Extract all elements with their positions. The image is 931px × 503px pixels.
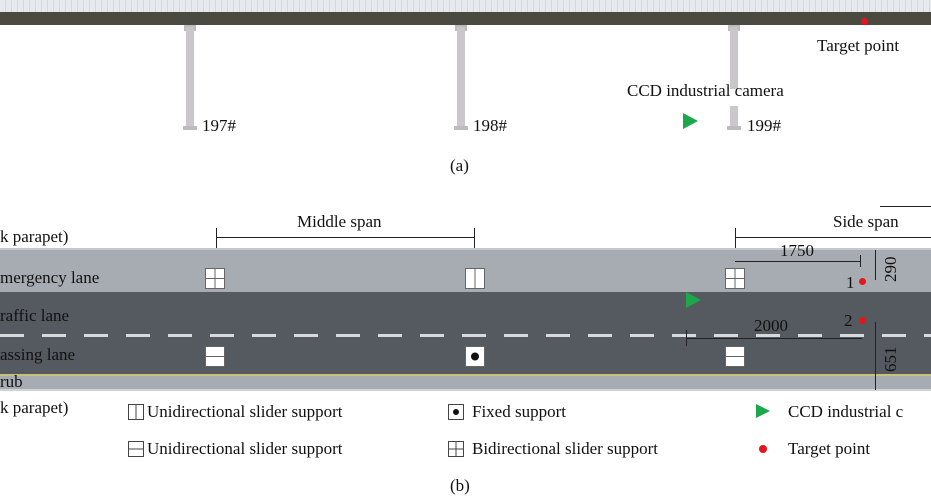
lane-label: k parapet) (0, 227, 69, 246)
dim-651: 651 (881, 346, 900, 373)
legend-target-icon (759, 445, 767, 453)
pier-label: 197# (202, 116, 236, 135)
lane-label: k parapet) (0, 398, 69, 417)
bridge-girder (0, 12, 931, 25)
caption-b: (b) (450, 476, 470, 495)
legend-bidirectional-icon (448, 441, 464, 457)
lane-label: raffic lane (0, 306, 70, 325)
target-point-icon (861, 18, 868, 25)
pier-198 (457, 27, 465, 127)
legend-label: Unidirectional slider support (147, 402, 343, 421)
legend-camera-icon (756, 404, 770, 418)
unidirectional-vertical-support-icon (465, 268, 485, 289)
dim-tick (686, 330, 687, 346)
lane-label: mergency lane (0, 268, 100, 287)
fixed-support-icon (465, 346, 485, 367)
dim-651-line (875, 322, 876, 390)
camera-icon (686, 292, 701, 308)
target-label: Target point (817, 36, 900, 55)
pier-197 (186, 27, 194, 127)
legend-label: Target point (788, 439, 871, 458)
unidirectional-horizontal-support-icon (205, 346, 225, 367)
dim-1750-line (735, 261, 860, 262)
lane-divider (0, 334, 931, 337)
dim-290: 290 (881, 256, 900, 283)
pier-foot (454, 126, 468, 130)
lane-label: assing lane (0, 345, 76, 364)
dim-tick (860, 255, 861, 267)
dim-tick (474, 228, 475, 248)
legend-unidirectional-vertical-icon (128, 404, 144, 420)
legend-label: CCD industrial c (788, 402, 904, 421)
pier-foot (183, 126, 197, 130)
bidirectional-support-icon (725, 268, 745, 289)
dim-tick (735, 228, 736, 248)
caption-a: (a) (450, 156, 469, 175)
bidirectional-support-icon (205, 268, 225, 289)
edge-line (0, 374, 931, 376)
dim-2000-line (686, 338, 862, 339)
pier-label: 199# (747, 116, 781, 135)
side-span-dim (735, 237, 931, 238)
unidirectional-horizontal-support-icon (725, 346, 745, 367)
legend-label: Bidirectional slider support (472, 439, 659, 458)
middle-span-dim (216, 237, 474, 238)
legend-unidirectional-horizontal-icon (128, 441, 144, 457)
dim-290-line (875, 250, 876, 280)
dim-1750: 1750 (780, 241, 814, 260)
legend-fixed-icon (448, 404, 464, 420)
target-point-2 (859, 317, 866, 324)
side-span-line (880, 206, 931, 207)
side-span-label: Side span (833, 212, 899, 231)
pier-foot (727, 126, 741, 130)
legend-label: Fixed support (472, 402, 566, 421)
dim-2000: 2000 (754, 316, 788, 335)
camera-label: CCD industrial camera (627, 81, 784, 100)
pier-199 (730, 27, 738, 89)
pier-label: 198# (473, 116, 507, 135)
curb (0, 376, 931, 391)
lane-label: rub (0, 372, 23, 391)
point-label: 1 (846, 273, 855, 292)
legend-label: Unidirectional slider support (147, 439, 343, 458)
middle-span-label: Middle span (297, 212, 382, 231)
camera-icon (683, 113, 698, 129)
point-label: 2 (844, 311, 853, 330)
pier-199-lower (730, 106, 738, 126)
target-point-1 (859, 278, 866, 285)
dim-tick (216, 228, 217, 248)
